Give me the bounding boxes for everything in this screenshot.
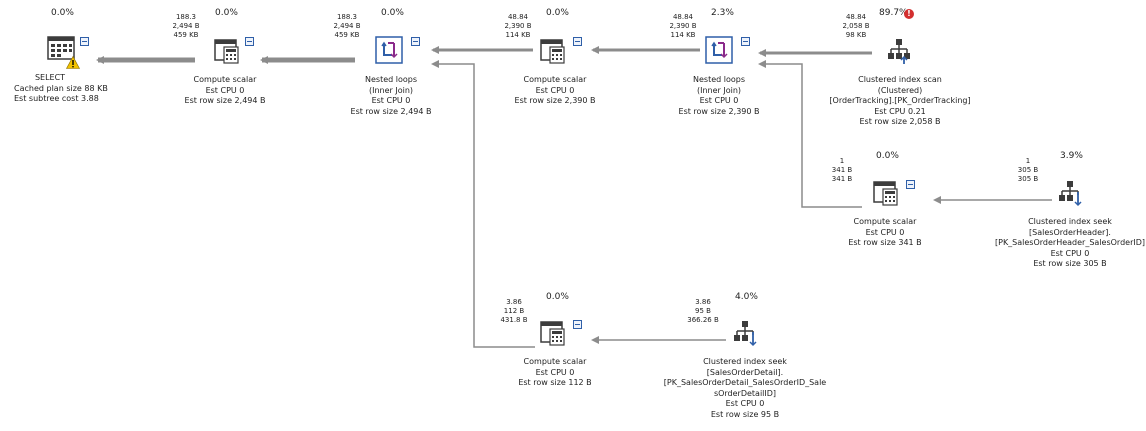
- compute-scalar-icon: [873, 181, 898, 206]
- compute-scalar-icon: [540, 39, 565, 64]
- compute-scalar-icon: [540, 321, 565, 346]
- node-label: Clustered index seek[SalesOrderHeader].[…: [994, 217, 1146, 268]
- cost-percent: 3.9%: [1060, 151, 1083, 161]
- collapse-toggle[interactable]: [245, 37, 254, 46]
- cost-percent: 0.0%: [546, 292, 569, 302]
- collapse-toggle[interactable]: [80, 37, 89, 46]
- collapse-toggle[interactable]: [741, 37, 750, 46]
- clustered-index-scan-icon: [888, 39, 910, 64]
- cost-percent: 0.0%: [381, 8, 404, 18]
- error-icon[interactable]: !: [904, 9, 914, 19]
- nested-loops-icon: [705, 36, 733, 64]
- collapse-toggle[interactable]: [411, 37, 420, 46]
- node-label: SELECT Cached plan size 88 KB Est subtre…: [14, 73, 108, 103]
- collapse-toggle[interactable]: [573, 320, 582, 329]
- cost-percent: 0.0%: [51, 8, 74, 18]
- node-label: Clustered index seek[SalesOrderDetail].[…: [663, 357, 827, 419]
- cost-percent: 0.0%: [876, 151, 899, 161]
- cost-percent: 4.0%: [735, 292, 758, 302]
- edge-cs4-nl1: [431, 60, 535, 348]
- warning-icon[interactable]: [66, 56, 80, 69]
- cost-percent: 89.7%: [879, 8, 908, 18]
- cost-percent: 0.0%: [215, 8, 238, 18]
- select-icon: [47, 36, 75, 60]
- node-label: Clustered index scan(Clustered)[OrderTra…: [829, 75, 971, 126]
- collapse-toggle[interactable]: [906, 180, 915, 189]
- cost-percent: 2.3%: [711, 8, 734, 18]
- clustered-index-seek-icon: [1059, 181, 1082, 207]
- clustered-index-seek-icon: [734, 321, 757, 347]
- nested-loops-icon: [375, 36, 403, 64]
- collapse-toggle[interactable]: [573, 37, 582, 46]
- compute-scalar-icon: [214, 39, 239, 64]
- edge-cs3-nl2: [758, 60, 862, 208]
- cost-percent: 0.0%: [546, 8, 569, 18]
